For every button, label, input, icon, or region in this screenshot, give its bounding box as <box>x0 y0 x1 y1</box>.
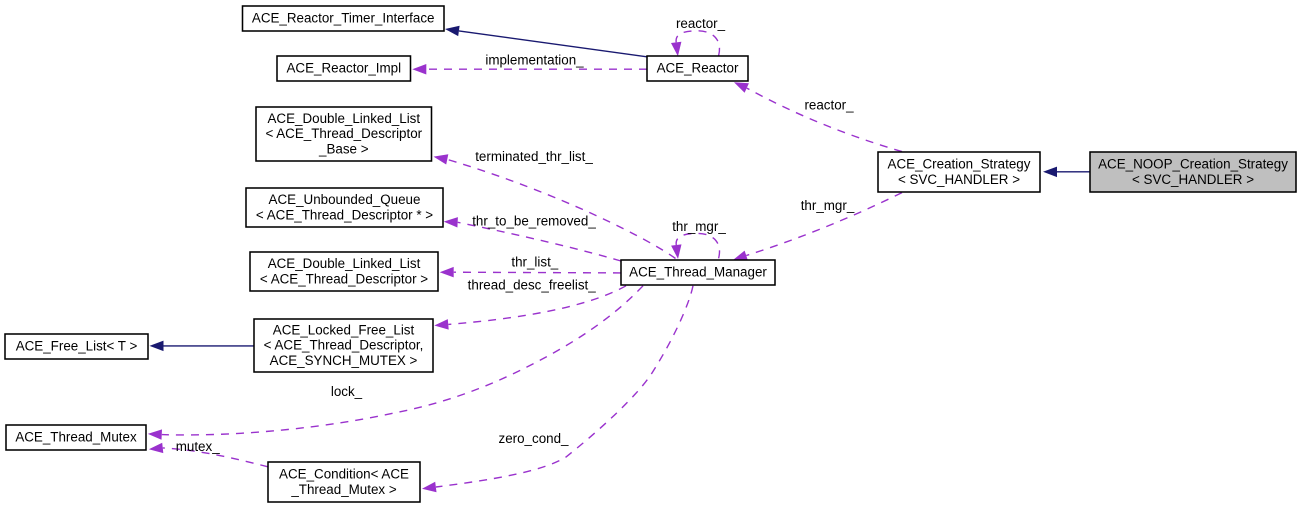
svg-text:ACE_Double_Linked_List: ACE_Double_Linked_List <box>267 111 420 126</box>
svg-text:thread_desc_freelist_: thread_desc_freelist_ <box>468 277 597 292</box>
svg-text:ACE_Double_Linked_List: ACE_Double_Linked_List <box>268 256 421 271</box>
svg-text:ACE_NOOP_Creation_Strategy: ACE_NOOP_Creation_Strategy <box>1098 157 1288 172</box>
svg-text:thr_list_: thr_list_ <box>511 254 558 269</box>
svg-text:reactor_: reactor_ <box>804 98 854 113</box>
svg-text:_Base >: _Base > <box>318 141 369 156</box>
svg-text:implementation_: implementation_ <box>485 53 584 68</box>
svg-text:< ACE_Thread_Descriptor,: < ACE_Thread_Descriptor, <box>264 338 424 353</box>
svg-text:ACE_Unbounded_Queue: ACE_Unbounded_Queue <box>269 192 421 207</box>
svg-text:ACE_Free_List< T >: ACE_Free_List< T > <box>16 339 138 354</box>
svg-text:ACE_Condition< ACE: ACE_Condition< ACE <box>279 467 409 482</box>
svg-text:_Thread_Mutex >: _Thread_Mutex > <box>290 482 397 497</box>
svg-text:thr_mgr_: thr_mgr_ <box>801 198 855 213</box>
svg-text:< ACE_Thread_Descriptor: < ACE_Thread_Descriptor <box>265 126 422 141</box>
svg-text:ACE_Creation_Strategy: ACE_Creation_Strategy <box>888 157 1031 172</box>
svg-text:thr_to_be_removed_: thr_to_be_removed_ <box>472 214 596 229</box>
svg-text:< ACE_Thread_Descriptor * >: < ACE_Thread_Descriptor * > <box>256 207 433 222</box>
svg-text:lock_: lock_ <box>331 384 363 399</box>
svg-text:< SVC_HANDLER >: < SVC_HANDLER > <box>1132 172 1254 187</box>
svg-text:zero_cond_: zero_cond_ <box>499 431 570 446</box>
svg-text:< ACE_Thread_Descriptor >: < ACE_Thread_Descriptor > <box>260 271 428 286</box>
svg-text:thr_mgr_: thr_mgr_ <box>672 219 726 234</box>
svg-text:ACE_Reactor_Timer_Interface: ACE_Reactor_Timer_Interface <box>252 11 435 26</box>
svg-text:ACE_Thread_Mutex: ACE_Thread_Mutex <box>15 430 137 445</box>
svg-text:< SVC_HANDLER >: < SVC_HANDLER > <box>898 172 1020 187</box>
svg-text:reactor_: reactor_ <box>676 16 726 31</box>
svg-text:ACE_Reactor_Impl: ACE_Reactor_Impl <box>286 61 401 76</box>
svg-text:ACE_Reactor: ACE_Reactor <box>657 61 739 76</box>
svg-text:ACE_Thread_Manager: ACE_Thread_Manager <box>629 265 767 280</box>
svg-text:terminated_thr_list_: terminated_thr_list_ <box>475 149 593 164</box>
svg-text:ACE_Locked_Free_List: ACE_Locked_Free_List <box>273 323 415 338</box>
svg-text:ACE_SYNCH_MUTEX >: ACE_SYNCH_MUTEX > <box>270 353 418 368</box>
svg-text:mutex_: mutex_ <box>176 439 220 454</box>
